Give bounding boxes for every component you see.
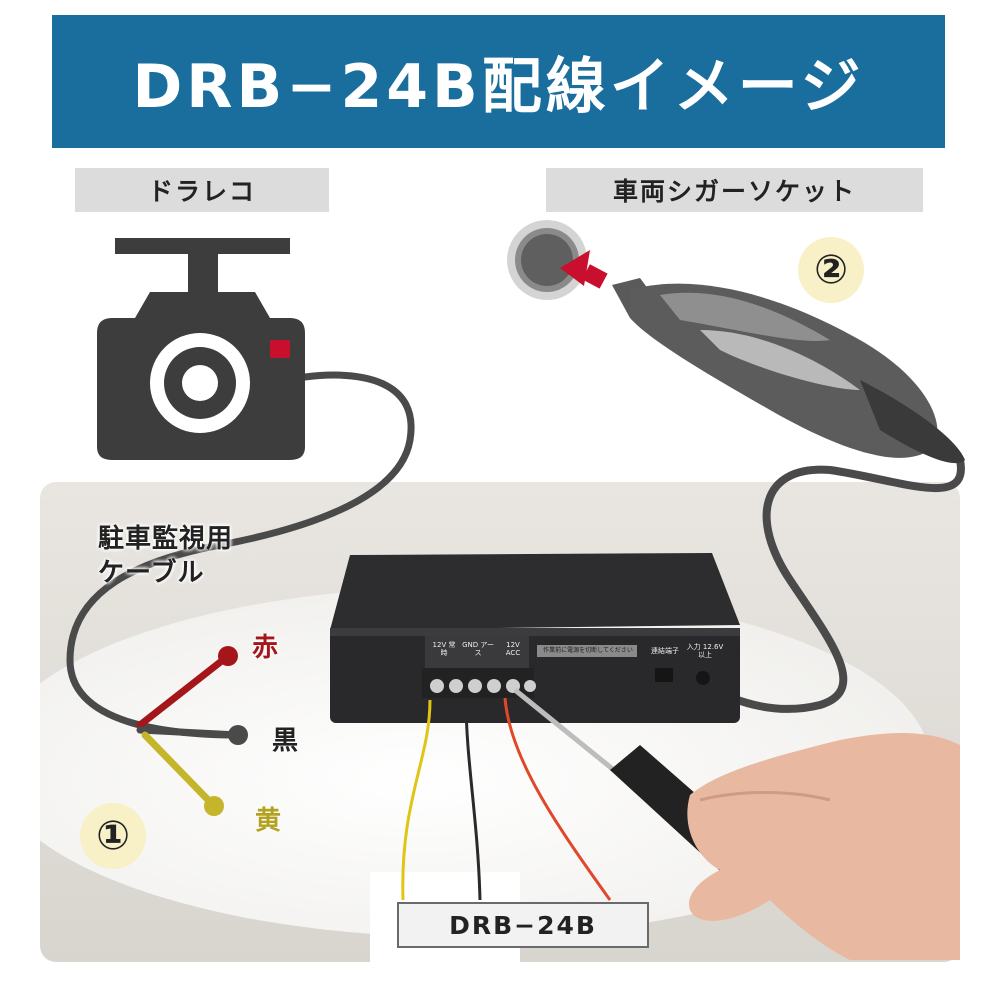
terminal-12v-constant-label: 12V 常時: [432, 641, 456, 657]
model-label-text: DRB−24B: [449, 910, 597, 940]
dashcam-cable: [66, 371, 415, 739]
device-warning-text: 作業前に電源を切断してください: [543, 647, 633, 654]
parking-cable-label-line1: 駐車監視用: [98, 524, 234, 554]
dashcam-label-text: ドラレコ: [147, 177, 256, 206]
parking-cable-label-line2: ケーブル: [98, 558, 205, 588]
terminal-12v-acc-label: 12V ACC: [505, 641, 521, 657]
drb24b-device: [330, 553, 740, 723]
socket-label: 車両シガーソケット: [546, 168, 923, 212]
terminal-gnd-label: GND アース: [462, 641, 494, 657]
wire-black-label: 黒: [272, 726, 299, 756]
page-title: DRB−24B配線イメージ: [132, 52, 865, 122]
wire-color-legend: [136, 646, 248, 816]
red-wire: [503, 697, 612, 901]
link-port-label: 連結端子: [651, 647, 679, 655]
cigarette-plug-icon: [612, 278, 965, 464]
hand-icon: [687, 733, 960, 960]
wire-yellow-label: 黄: [255, 806, 282, 836]
dashcam-icon: [97, 238, 305, 460]
step-2-badge: ②: [798, 237, 864, 303]
step-1-badge: ①: [80, 803, 146, 869]
yellow-wire: [401, 699, 432, 901]
dashcam-rec-light: [270, 340, 290, 358]
model-label: DRB−24B: [397, 902, 649, 948]
black-wire: [464, 699, 482, 901]
parking-cable-label: 駐車監視用 ケーブル: [98, 522, 233, 590]
cigarette-socket-icon: [507, 220, 608, 300]
socket-label-text: 車両シガーソケット: [612, 177, 856, 206]
title-banner: DRB−24B配線イメージ: [52, 15, 945, 148]
input-label: 入力 12.6V以上: [686, 643, 724, 659]
wire-red-label: 赤: [252, 633, 279, 663]
plug-cable: [701, 456, 965, 713]
dashcam-label: ドラレコ: [75, 168, 329, 212]
